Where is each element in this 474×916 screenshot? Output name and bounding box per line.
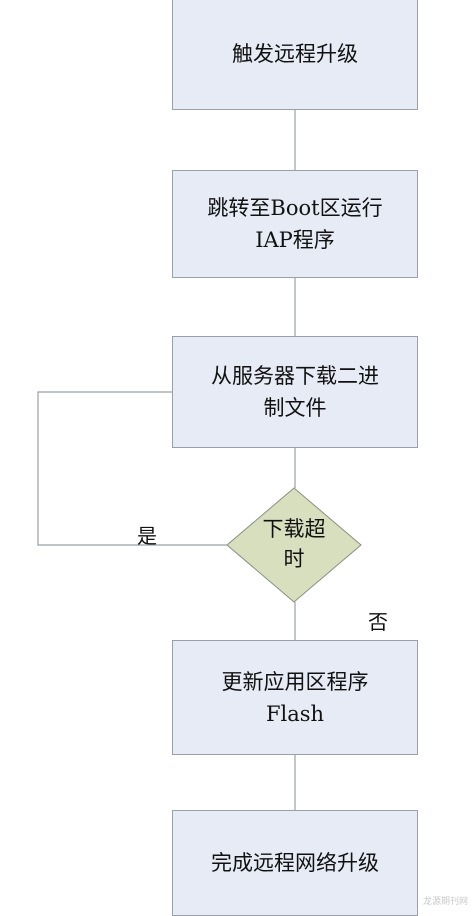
no-label: 否 (368, 610, 388, 634)
step-5-line1: 完成远程网络升级 (211, 851, 379, 875)
step-2-line1: 跳转至Boot区运行 (207, 196, 383, 220)
step-jump-to-boot: 跳转至Boot区运行 IAP程序 (172, 170, 418, 278)
step-4-line2: Flash (265, 701, 325, 726)
step-2-line2: IAP程序 (255, 228, 335, 252)
decision-line1: 下载超 (262, 517, 326, 541)
step-update-flash: 更新应用区程序 Flash (172, 640, 418, 755)
step-complete-upgrade: 完成远程网络升级 (172, 810, 418, 916)
step-3-line1: 从服务器下载二进 (211, 364, 379, 388)
decision-label: 下载超 时 (244, 514, 344, 574)
yes-loop-line (37, 391, 227, 546)
decision-line2: 时 (283, 547, 305, 571)
step-1-line1: 触发远程升级 (232, 42, 358, 66)
yes-label: 是 (137, 524, 157, 548)
step-trigger-upgrade: 触发远程升级 (172, 0, 418, 110)
watermark: 龙源期刊网 (422, 897, 468, 907)
step-download-binary: 从服务器下载二进 制文件 (172, 336, 418, 448)
step-4-line1: 更新应用区程序 (221, 669, 369, 694)
step-3-line2: 制文件 (263, 396, 327, 420)
decision-diamond (226, 487, 362, 603)
